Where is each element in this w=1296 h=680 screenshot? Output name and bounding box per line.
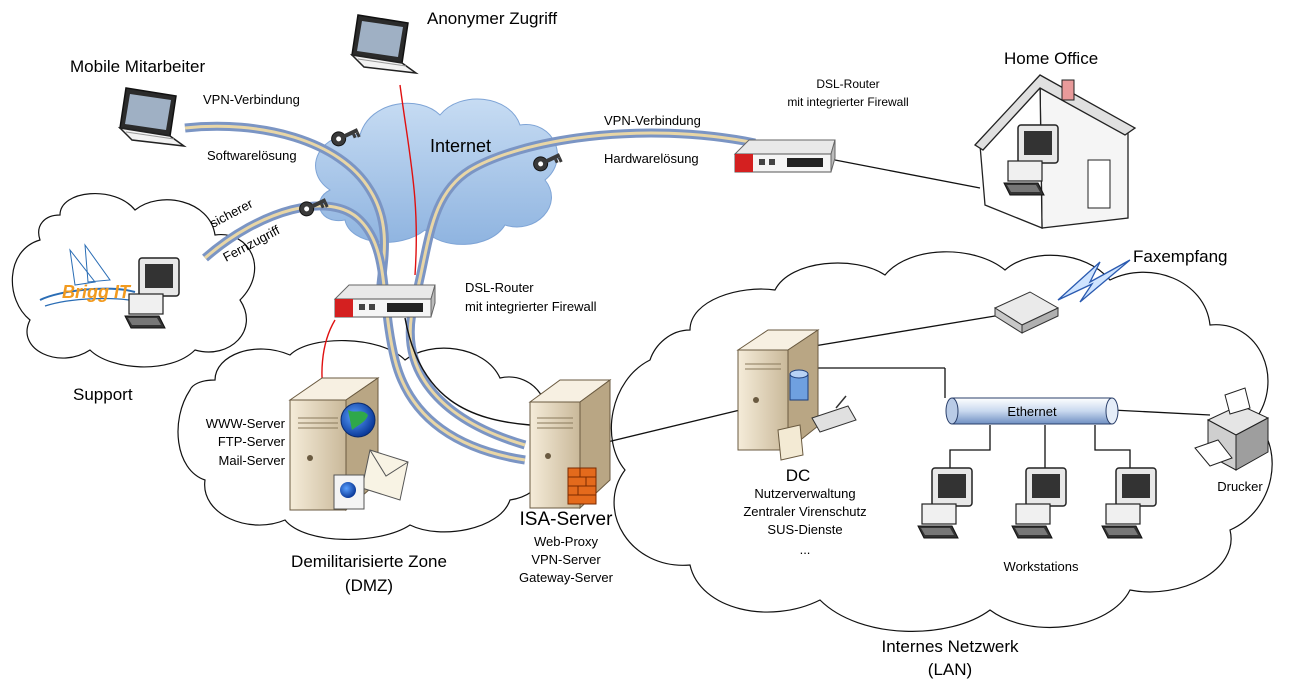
dsl-router-right-line1: DSL-Router: [816, 77, 879, 91]
dc-label: DC: [786, 466, 811, 485]
dsl-router-right-line2: mit integrierter Firewall: [787, 95, 908, 109]
globe-icon: [340, 402, 376, 438]
mobile-staff-label: Mobile Mitarbeiter: [70, 57, 205, 76]
vpn-tube-support: [202, 201, 526, 465]
support-label: Support: [73, 385, 133, 404]
router-icon: [334, 284, 436, 318]
anonymous-access-label: Anonymer Zugriff: [427, 9, 557, 28]
internet-label: Internet: [430, 136, 491, 156]
globe-icon: [333, 474, 365, 510]
isa-role-web-proxy: Web-Proxy: [534, 534, 599, 549]
dsl-router-center-line1: DSL-Router: [465, 280, 534, 295]
ethernet-label: Ethernet: [1007, 404, 1057, 419]
dmz-server-mail: Mail-Server: [219, 453, 286, 468]
laptop-icon: [351, 14, 417, 74]
router-icon: [734, 139, 836, 173]
lan-title-line2: (LAN): [928, 660, 972, 679]
dc-role-antivirus: Zentraler Virenschutz: [743, 504, 866, 519]
lightning-icon: [1057, 259, 1131, 303]
dmz-server-ftp: FTP-Server: [218, 434, 286, 449]
isa-role-vpn-server: VPN-Server: [531, 552, 601, 567]
brigg-it-logo: Brigg IT: [39, 243, 141, 307]
vpn-connection-right-label: VPN-Verbindung: [604, 113, 701, 128]
vpn-connection-label: VPN-Verbindung: [203, 92, 300, 107]
dmz-server-www: WWW-Server: [206, 416, 286, 431]
dc-role-more: ...: [800, 542, 811, 557]
mail-icon: [361, 449, 409, 501]
lan-cloud: [610, 251, 1273, 632]
dmz-title-line2: (DMZ): [345, 576, 393, 595]
software-solution-label: Softwarelösung: [207, 148, 297, 163]
isa-server-label: ISA-Server: [520, 509, 614, 530]
printer-label: Drucker: [1217, 479, 1263, 494]
laptop-icon: [119, 87, 185, 147]
home-office-label: Home Office: [1004, 49, 1098, 68]
anonymous-access-line: [399, 84, 417, 276]
dc-role-user-admin: Nutzerverwaltung: [754, 486, 855, 501]
database-icon: [789, 369, 809, 401]
lan-title-line1: Internes Netzwerk: [882, 637, 1019, 656]
isa-role-gateway-server: Gateway-Server: [519, 570, 614, 585]
network-links: [594, 159, 1211, 470]
ethernet-bus: Ethernet: [945, 397, 1119, 425]
dc-role-sus: SUS-Dienste: [767, 522, 842, 537]
support-cloud: [11, 192, 256, 368]
modem-icon: [811, 395, 857, 433]
router-isa-line: [404, 317, 531, 426]
vpn-tube-home-office: [405, 128, 756, 450]
workstations-label: Workstations: [1004, 559, 1079, 574]
fax-reception-label: Faxempfang: [1133, 247, 1228, 266]
hardware-solution-label: Hardwarelösung: [604, 151, 699, 166]
printer-icon: [1194, 387, 1270, 471]
modem-icon: [993, 291, 1060, 334]
firewall-icon: [567, 467, 597, 505]
dmz-title-line1: Demilitarisierte Zone: [291, 552, 447, 571]
dsl-router-center-line2: mit integrierter Firewall: [465, 299, 597, 314]
brigg-it-logo-text: Brigg IT: [62, 282, 132, 302]
document-icon: [777, 424, 804, 461]
